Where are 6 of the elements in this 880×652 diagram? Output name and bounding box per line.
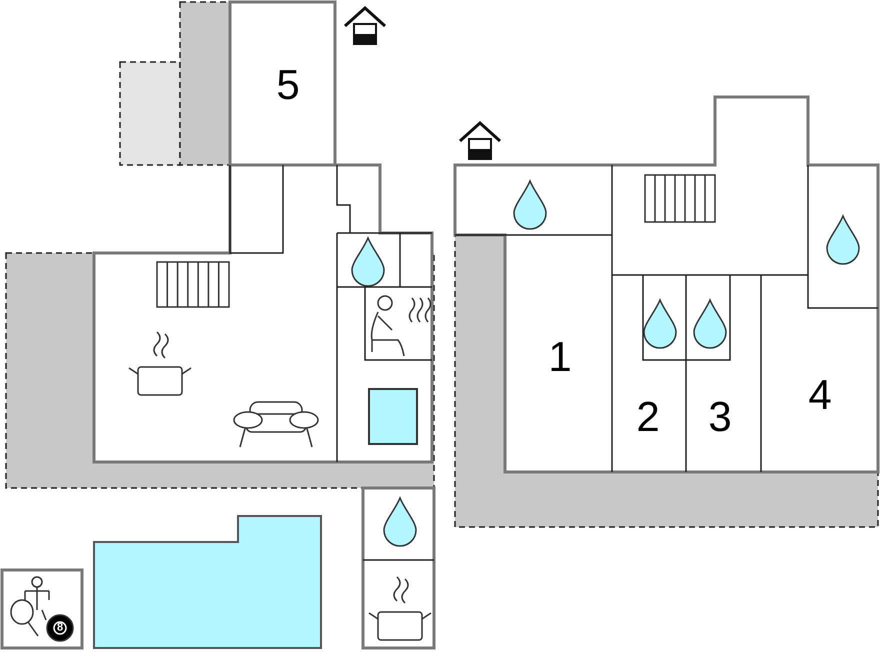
ball-number: 8 (56, 622, 64, 634)
room-number: 1 (548, 336, 572, 378)
room-number: 5 (276, 64, 300, 106)
room-number: 4 (808, 374, 832, 416)
room-number: 3 (708, 396, 732, 438)
room-number: 2 (636, 396, 660, 438)
